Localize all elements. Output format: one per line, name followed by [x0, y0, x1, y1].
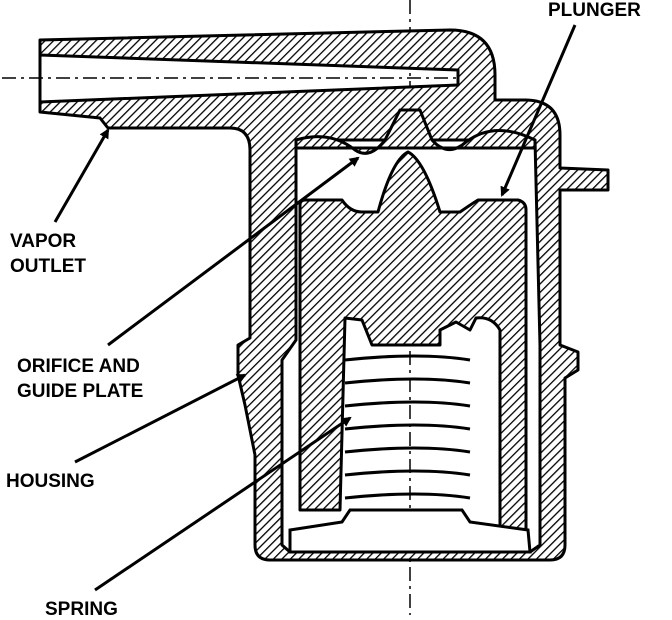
orifice-leader	[107, 156, 360, 347]
bottom-seat	[288, 508, 532, 554]
housing-label: HOUSING	[6, 471, 95, 492]
orifice-label-line2: GUIDE PLATE	[17, 381, 143, 402]
spring-leader	[94, 416, 352, 592]
orifice-guide-plate	[294, 108, 537, 155]
housing-leader	[74, 373, 247, 464]
orifice-label-line1: ORIFICE AND	[17, 356, 140, 377]
vapor-label-line2: OUTLET	[10, 256, 86, 277]
plunger	[298, 150, 528, 532]
vapor-outlet-leader	[53, 128, 110, 223]
spring-label: SPRING	[45, 599, 118, 620]
vapor-label-line1: VAPOR	[10, 231, 76, 252]
plunger-label: PLUNGER	[548, 0, 641, 21]
plunger-leader	[500, 24, 577, 197]
spring	[344, 354, 471, 500]
